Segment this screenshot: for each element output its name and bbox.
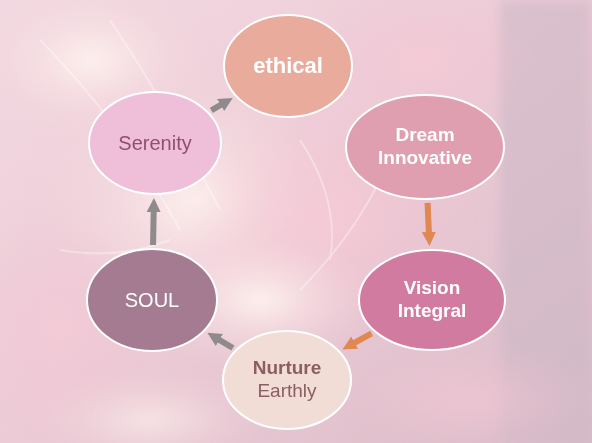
circle-fill xyxy=(346,95,504,199)
circle-label: ethical xyxy=(253,53,323,79)
circle-text-holder: Vision Integral xyxy=(379,277,486,323)
circle-label: Vision Integral xyxy=(379,277,486,323)
cycle-circle: Dream Innovative xyxy=(345,94,505,200)
circle-fill xyxy=(223,331,351,429)
circle-label: Earthly xyxy=(257,380,316,403)
cycle-circle: Serenity xyxy=(88,91,222,195)
cycle-arrow xyxy=(150,206,157,245)
circle-fill xyxy=(224,15,352,117)
circle-text-holder: Dream Innovative xyxy=(367,124,482,170)
cycle-circle: NurtureEarthly xyxy=(222,330,352,430)
cycle-circle: SOUL xyxy=(86,248,218,352)
cycle-circle: ethical xyxy=(223,14,353,118)
circle-text-holder: ethical xyxy=(241,53,335,79)
cycle-arrow xyxy=(428,203,430,238)
circle-text-holder: SOUL xyxy=(104,288,199,312)
circle-fill xyxy=(87,249,217,351)
circle-label: SOUL xyxy=(125,288,179,312)
circle-label: Serenity xyxy=(118,131,191,155)
circle-label: Dream Innovative xyxy=(367,124,482,170)
cycle-arrow xyxy=(214,337,233,348)
circle-text-holder: NurtureEarthly xyxy=(240,357,334,403)
circle-fill xyxy=(359,250,505,350)
circle-label: Nurture xyxy=(253,357,322,380)
circle-text-holder: Serenity xyxy=(107,131,203,155)
cycle-circle: Vision Integral xyxy=(358,249,506,351)
cycle-arrow xyxy=(349,333,371,345)
cycle-arrow xyxy=(211,102,226,110)
circle-fill xyxy=(89,92,221,194)
